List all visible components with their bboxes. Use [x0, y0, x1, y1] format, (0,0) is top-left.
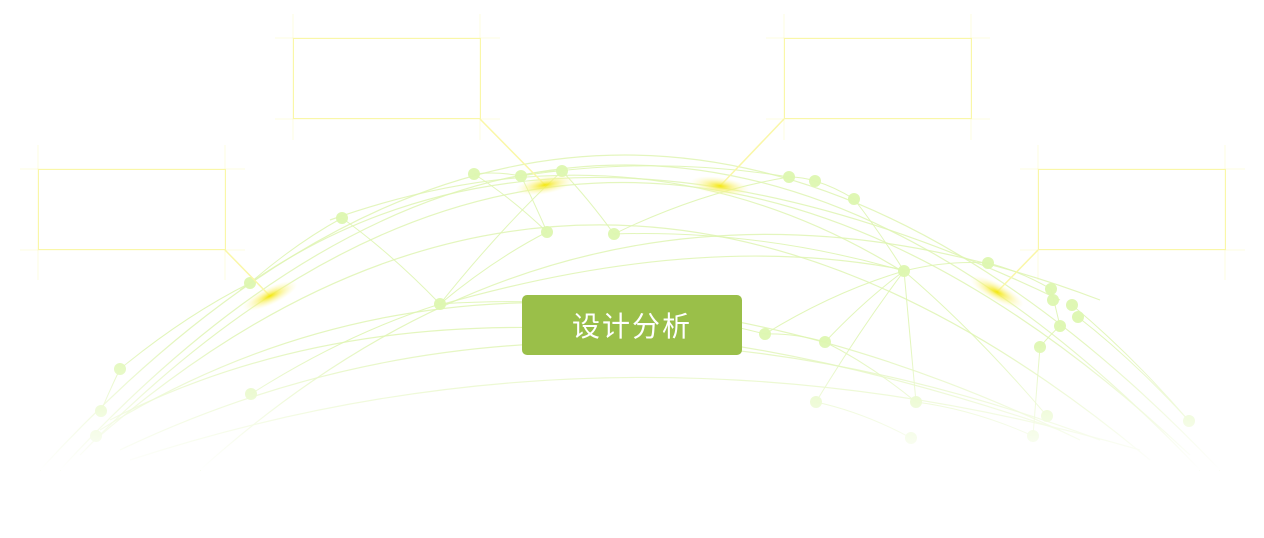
network-node	[434, 298, 446, 310]
network-node	[848, 193, 860, 205]
globe-arc	[39, 154, 1221, 471]
callout-top-right	[784, 38, 972, 119]
network-link	[853, 198, 905, 272]
network-node	[1066, 299, 1078, 311]
callout-connector	[996, 249, 1039, 293]
network-link	[613, 233, 905, 272]
network-node	[556, 165, 568, 177]
network-link	[439, 231, 548, 305]
callout-connector	[719, 118, 785, 187]
globe-arc	[329, 174, 901, 271]
network-node	[898, 265, 910, 277]
network-link	[341, 217, 441, 305]
globe-arc	[79, 181, 1191, 456]
callout-connector	[224, 249, 271, 297]
globe-arc	[59, 164, 1201, 471]
network-node	[1054, 320, 1066, 332]
network-node	[468, 168, 480, 180]
network-link	[903, 261, 989, 272]
callout-top-left	[293, 38, 481, 119]
glow-points	[242, 174, 1024, 312]
network-link	[520, 165, 790, 178]
network-node	[982, 257, 994, 269]
network-link	[764, 270, 905, 335]
network-link	[824, 270, 905, 343]
network-link	[473, 173, 548, 233]
callout-left	[38, 169, 226, 250]
network-node	[1047, 294, 1059, 306]
network-node	[809, 175, 821, 187]
network-node	[1072, 311, 1084, 323]
glow-point	[970, 275, 1024, 309]
network-link	[613, 176, 790, 235]
network-node	[608, 228, 620, 240]
glow-point	[515, 174, 575, 196]
glow-point	[690, 176, 750, 196]
network-node	[1045, 283, 1057, 295]
network-link	[987, 262, 1052, 290]
callout-connector	[479, 118, 546, 186]
network-link	[473, 172, 522, 177]
globe-arc	[439, 255, 906, 306]
network-node	[541, 226, 553, 238]
design-analysis-button[interactable]: 设计分析	[522, 295, 742, 355]
glow-point	[242, 280, 298, 312]
network-node	[336, 212, 348, 224]
bottom-fade	[0, 340, 1264, 470]
network-node	[783, 171, 795, 183]
network-node	[244, 277, 256, 289]
callout-right	[1038, 169, 1226, 250]
globe-arc	[239, 176, 1061, 301]
network-node	[515, 170, 527, 182]
network-link	[249, 217, 343, 284]
network-node	[759, 328, 771, 340]
